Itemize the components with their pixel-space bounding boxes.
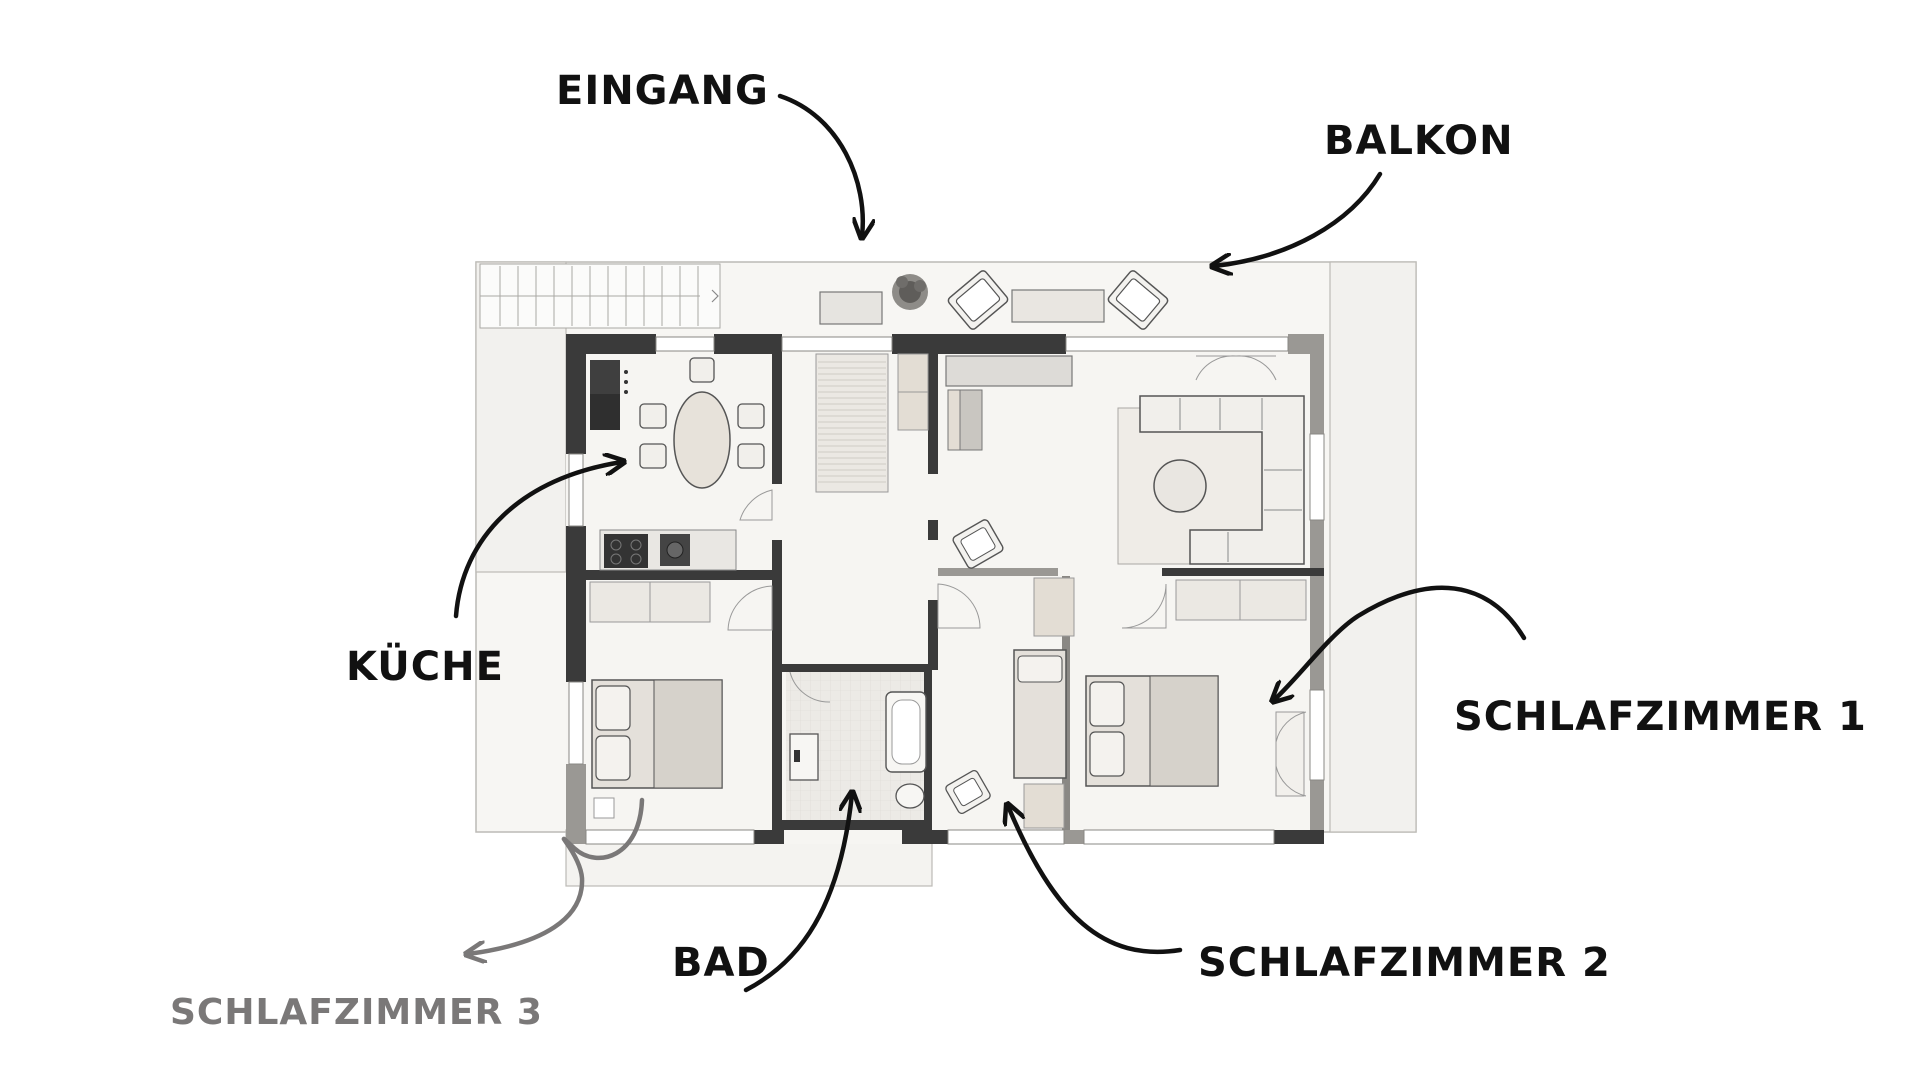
label-balkon: BALKON	[1324, 118, 1514, 164]
bedroom-2-furniture	[937, 577, 1075, 829]
arrow-kueche	[453, 462, 622, 619]
arrow-schlafzimmer-2	[1008, 806, 1183, 955]
label-schlafzimmer-3: SCHLAFZIMMER 3	[170, 992, 543, 1033]
balcony-furniture	[947, 270, 1169, 330]
windows	[568, 336, 1325, 845]
label-bad: BAD	[672, 940, 770, 986]
kitchen-furniture	[590, 357, 773, 571]
label-schlafzimmer-2: SCHLAFZIMMER 2	[1198, 940, 1611, 986]
arrow-eingang	[777, 93, 863, 236]
arrow-bad	[743, 794, 852, 993]
living-room-furniture	[945, 355, 1305, 569]
label-eingang: EINGANG	[556, 68, 769, 114]
label-schlafzimmer-1: SCHLAFZIMMER 1	[1454, 694, 1867, 740]
label-kueche: KÜCHE	[346, 642, 504, 690]
doormat	[819, 291, 883, 325]
arrow-schlafzimmer-3	[468, 797, 645, 954]
entrance-stairs	[479, 263, 721, 329]
hallway-furniture	[815, 353, 929, 493]
bathroom-furniture	[789, 671, 927, 809]
bedroom-1-furniture	[1085, 579, 1307, 797]
bedroom-3-furniture	[589, 581, 773, 819]
arrow-balkon	[1214, 171, 1383, 266]
arrow-schlafzimmer-1	[1274, 585, 1527, 700]
plant-icon	[892, 274, 928, 310]
